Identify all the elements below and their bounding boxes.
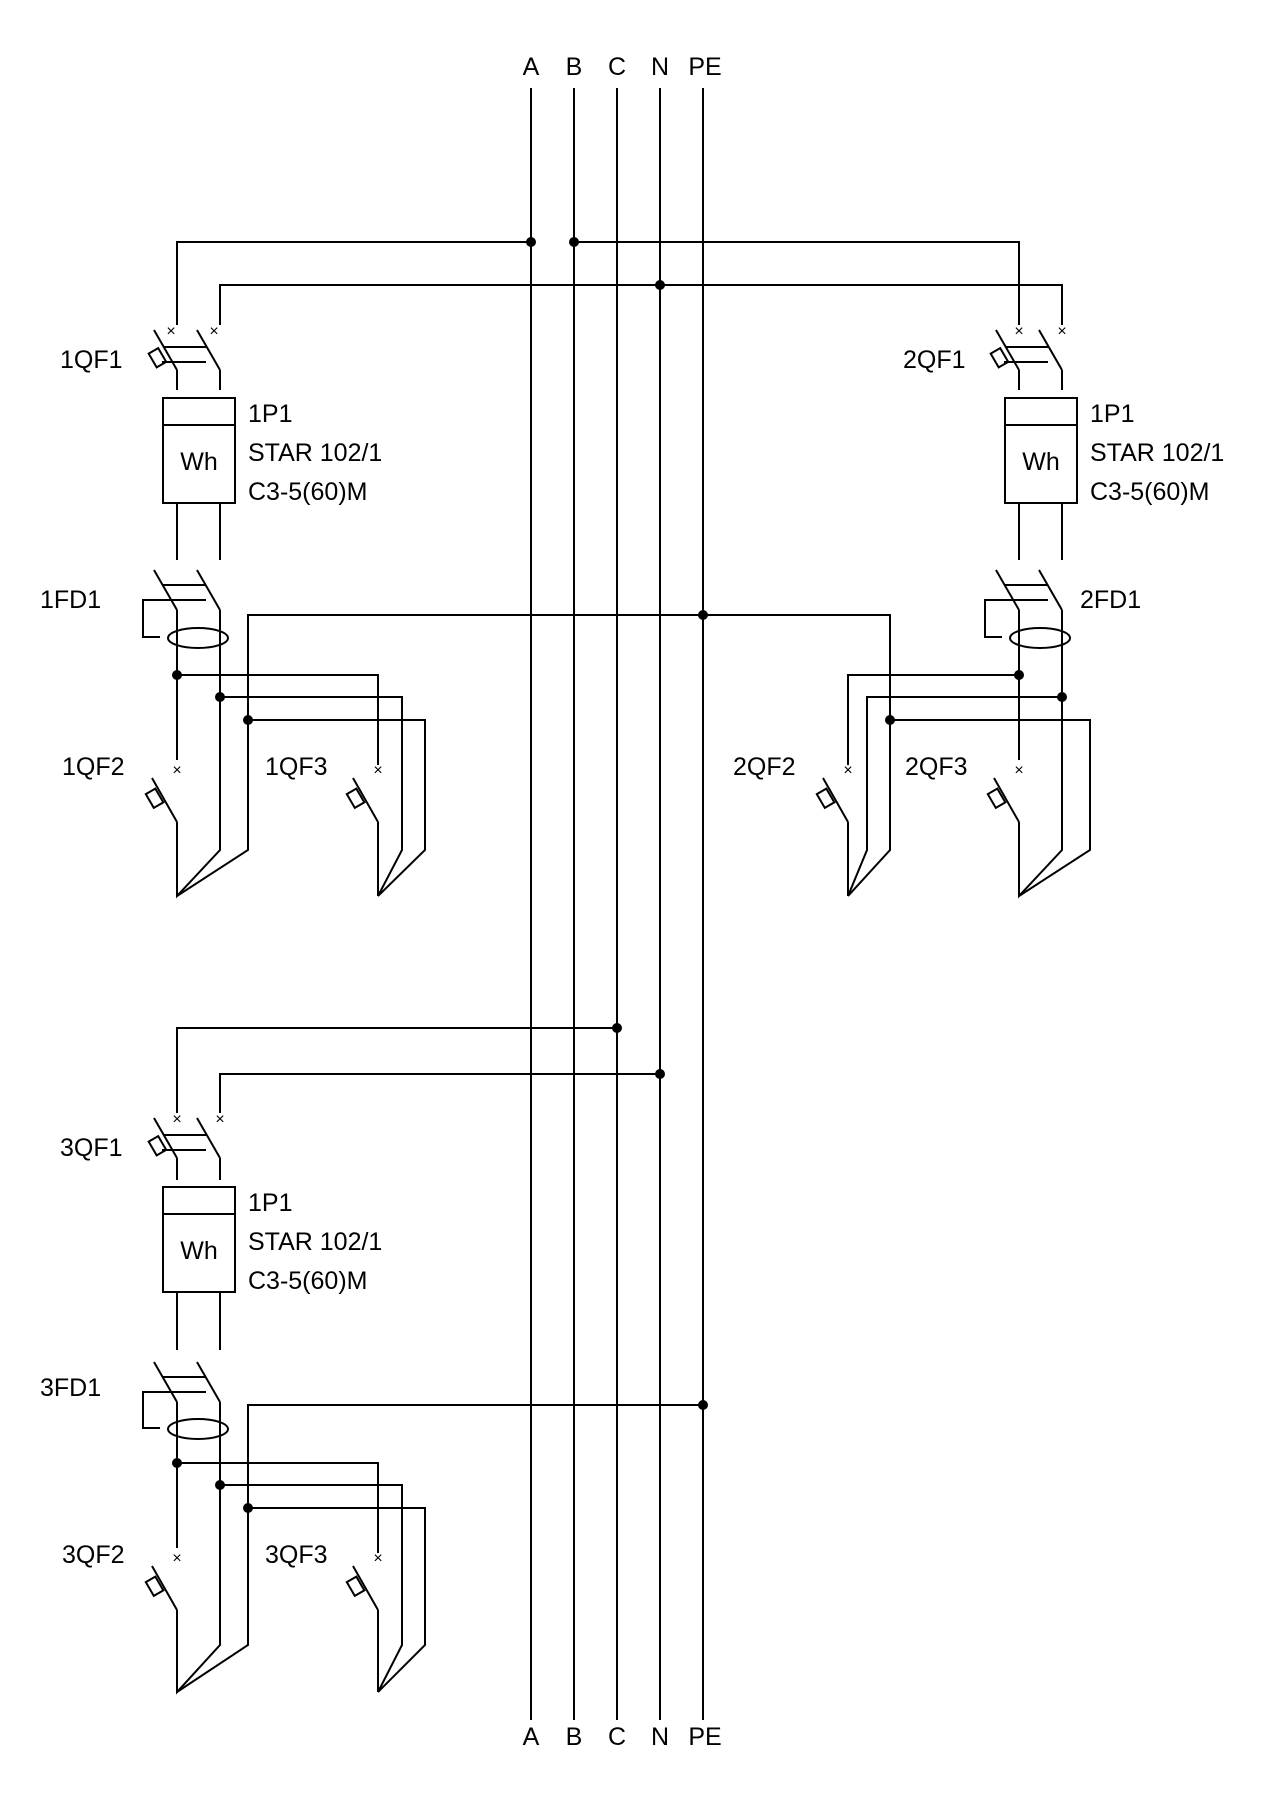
junction-node — [243, 1503, 253, 1513]
svg-text:×: × — [843, 762, 852, 779]
rcd-label: 2FD1 — [1080, 586, 1141, 614]
meter-rating: C3-5(60)M — [248, 1267, 367, 1295]
qf3-label: 3QF3 — [265, 1541, 328, 1569]
pe-wire — [176, 1404, 703, 1693]
qf3-label: 2QF3 — [905, 753, 968, 781]
feed-phase-wire — [176, 1027, 617, 1113]
bus-label-pe-top: PE — [688, 53, 721, 81]
meter-name: 1P1 — [248, 1189, 292, 1217]
bus-bars: A B C N PE A B C N PE — [523, 53, 722, 1751]
group-1: × × 1QF1 Wh 1P1 STAR 102/1 C3-5(60)M — [40, 237, 708, 899]
breaker-qf1: × × — [147, 1111, 225, 1180]
junction-node — [885, 715, 895, 725]
meter-symbol: Wh — [1022, 448, 1060, 476]
bus-label-a-top: A — [523, 53, 540, 81]
group-2: × × 2QF1 Wh 1P1 STAR 102/1 C3-5(60)M — [569, 237, 1224, 899]
bus-label-a-bottom: A — [523, 1723, 540, 1751]
breaker-qf2: × — [144, 1463, 221, 1695]
dist-pe-wire — [248, 1507, 426, 1693]
bus-label-n-bottom: N — [651, 1723, 669, 1751]
svg-text:×: × — [373, 1550, 382, 1567]
breaker-qf3: × — [986, 675, 1063, 899]
svg-text:×: × — [172, 1550, 181, 1567]
bus-label-b-bottom: B — [566, 1723, 583, 1751]
dist-phase-wire — [847, 674, 1019, 765]
svg-text:×: × — [166, 323, 175, 340]
svg-text:×: × — [172, 762, 181, 779]
meter-name: 1P1 — [1090, 400, 1134, 428]
pe-wire — [703, 614, 891, 897]
dist-pe-wire — [890, 719, 1091, 897]
meter-name: 1P1 — [248, 400, 292, 428]
dist-phase-wire — [177, 1462, 379, 1553]
svg-text:×: × — [373, 762, 382, 779]
qf1-label: 1QF1 — [60, 346, 123, 374]
bus-label-c-top: C — [608, 53, 626, 81]
dist-pe-wire — [248, 719, 426, 897]
rcd-label: 3FD1 — [40, 1374, 101, 1402]
group-3: × × 3QF1 Wh 1P1 STAR 102/1 C3-5(60)M — [40, 1023, 708, 1695]
breaker-qf3: × — [345, 762, 383, 896]
breaker-qf3: × — [345, 1550, 383, 1692]
junction-node — [698, 1400, 708, 1410]
rcd-fd1 — [142, 569, 229, 697]
energy-meter: Wh — [1004, 397, 1078, 560]
svg-text:×: × — [172, 1111, 181, 1128]
dist-neutral-wire — [847, 696, 1062, 897]
rcd-label: 1FD1 — [40, 586, 101, 614]
meter-model: STAR 102/1 — [248, 1228, 382, 1256]
breaker-qf2: × — [144, 675, 221, 899]
feed-phase-wire — [176, 241, 531, 325]
rcd-fd1 — [142, 1361, 229, 1485]
meter-rating: C3-5(60)M — [1090, 478, 1209, 506]
pe-wire — [176, 614, 703, 897]
junction-node — [612, 1023, 622, 1033]
bus-label-n-top: N — [651, 53, 669, 81]
feed-neutral-wire — [219, 1073, 660, 1113]
meter-rating: C3-5(60)M — [248, 478, 367, 506]
feed-neutral-wire — [660, 284, 1063, 325]
svg-text:×: × — [215, 1111, 224, 1128]
feed-neutral-wire — [219, 284, 660, 325]
meter-symbol: Wh — [180, 1237, 218, 1265]
dist-neutral-wire — [220, 696, 403, 897]
rcd-fd1 — [984, 569, 1071, 697]
junction-node — [569, 237, 579, 247]
svg-text:×: × — [1014, 762, 1023, 779]
qf1-label: 3QF1 — [60, 1134, 123, 1162]
breaker-qf1: × × — [147, 323, 221, 390]
dist-neutral-wire — [220, 1484, 403, 1693]
meter-model: STAR 102/1 — [248, 439, 382, 467]
meter-symbol: Wh — [180, 448, 218, 476]
junction-node — [655, 1069, 665, 1079]
svg-text:×: × — [209, 323, 218, 340]
qf2-label: 1QF2 — [62, 753, 125, 781]
energy-meter: Wh — [162, 1186, 236, 1350]
energy-meter: Wh — [162, 397, 236, 560]
svg-text:×: × — [1057, 323, 1066, 340]
bus-label-pe-bottom: PE — [688, 1723, 721, 1751]
meter-model: STAR 102/1 — [1090, 439, 1224, 467]
qf2-label: 2QF2 — [733, 753, 796, 781]
junction-node — [526, 237, 536, 247]
bus-label-c-bottom: C — [608, 1723, 626, 1751]
breaker-qf1: × × — [989, 323, 1067, 390]
qf3-label: 1QF3 — [265, 753, 328, 781]
junction-node — [243, 715, 253, 725]
dist-phase-wire — [177, 674, 379, 765]
feed-phase-wire — [574, 241, 1020, 325]
breaker-qf2: × — [815, 762, 853, 896]
qf2-label: 3QF2 — [62, 1541, 125, 1569]
qf1-label: 2QF1 — [903, 346, 966, 374]
svg-text:×: × — [1014, 323, 1023, 340]
bus-label-b-top: B — [566, 53, 583, 81]
